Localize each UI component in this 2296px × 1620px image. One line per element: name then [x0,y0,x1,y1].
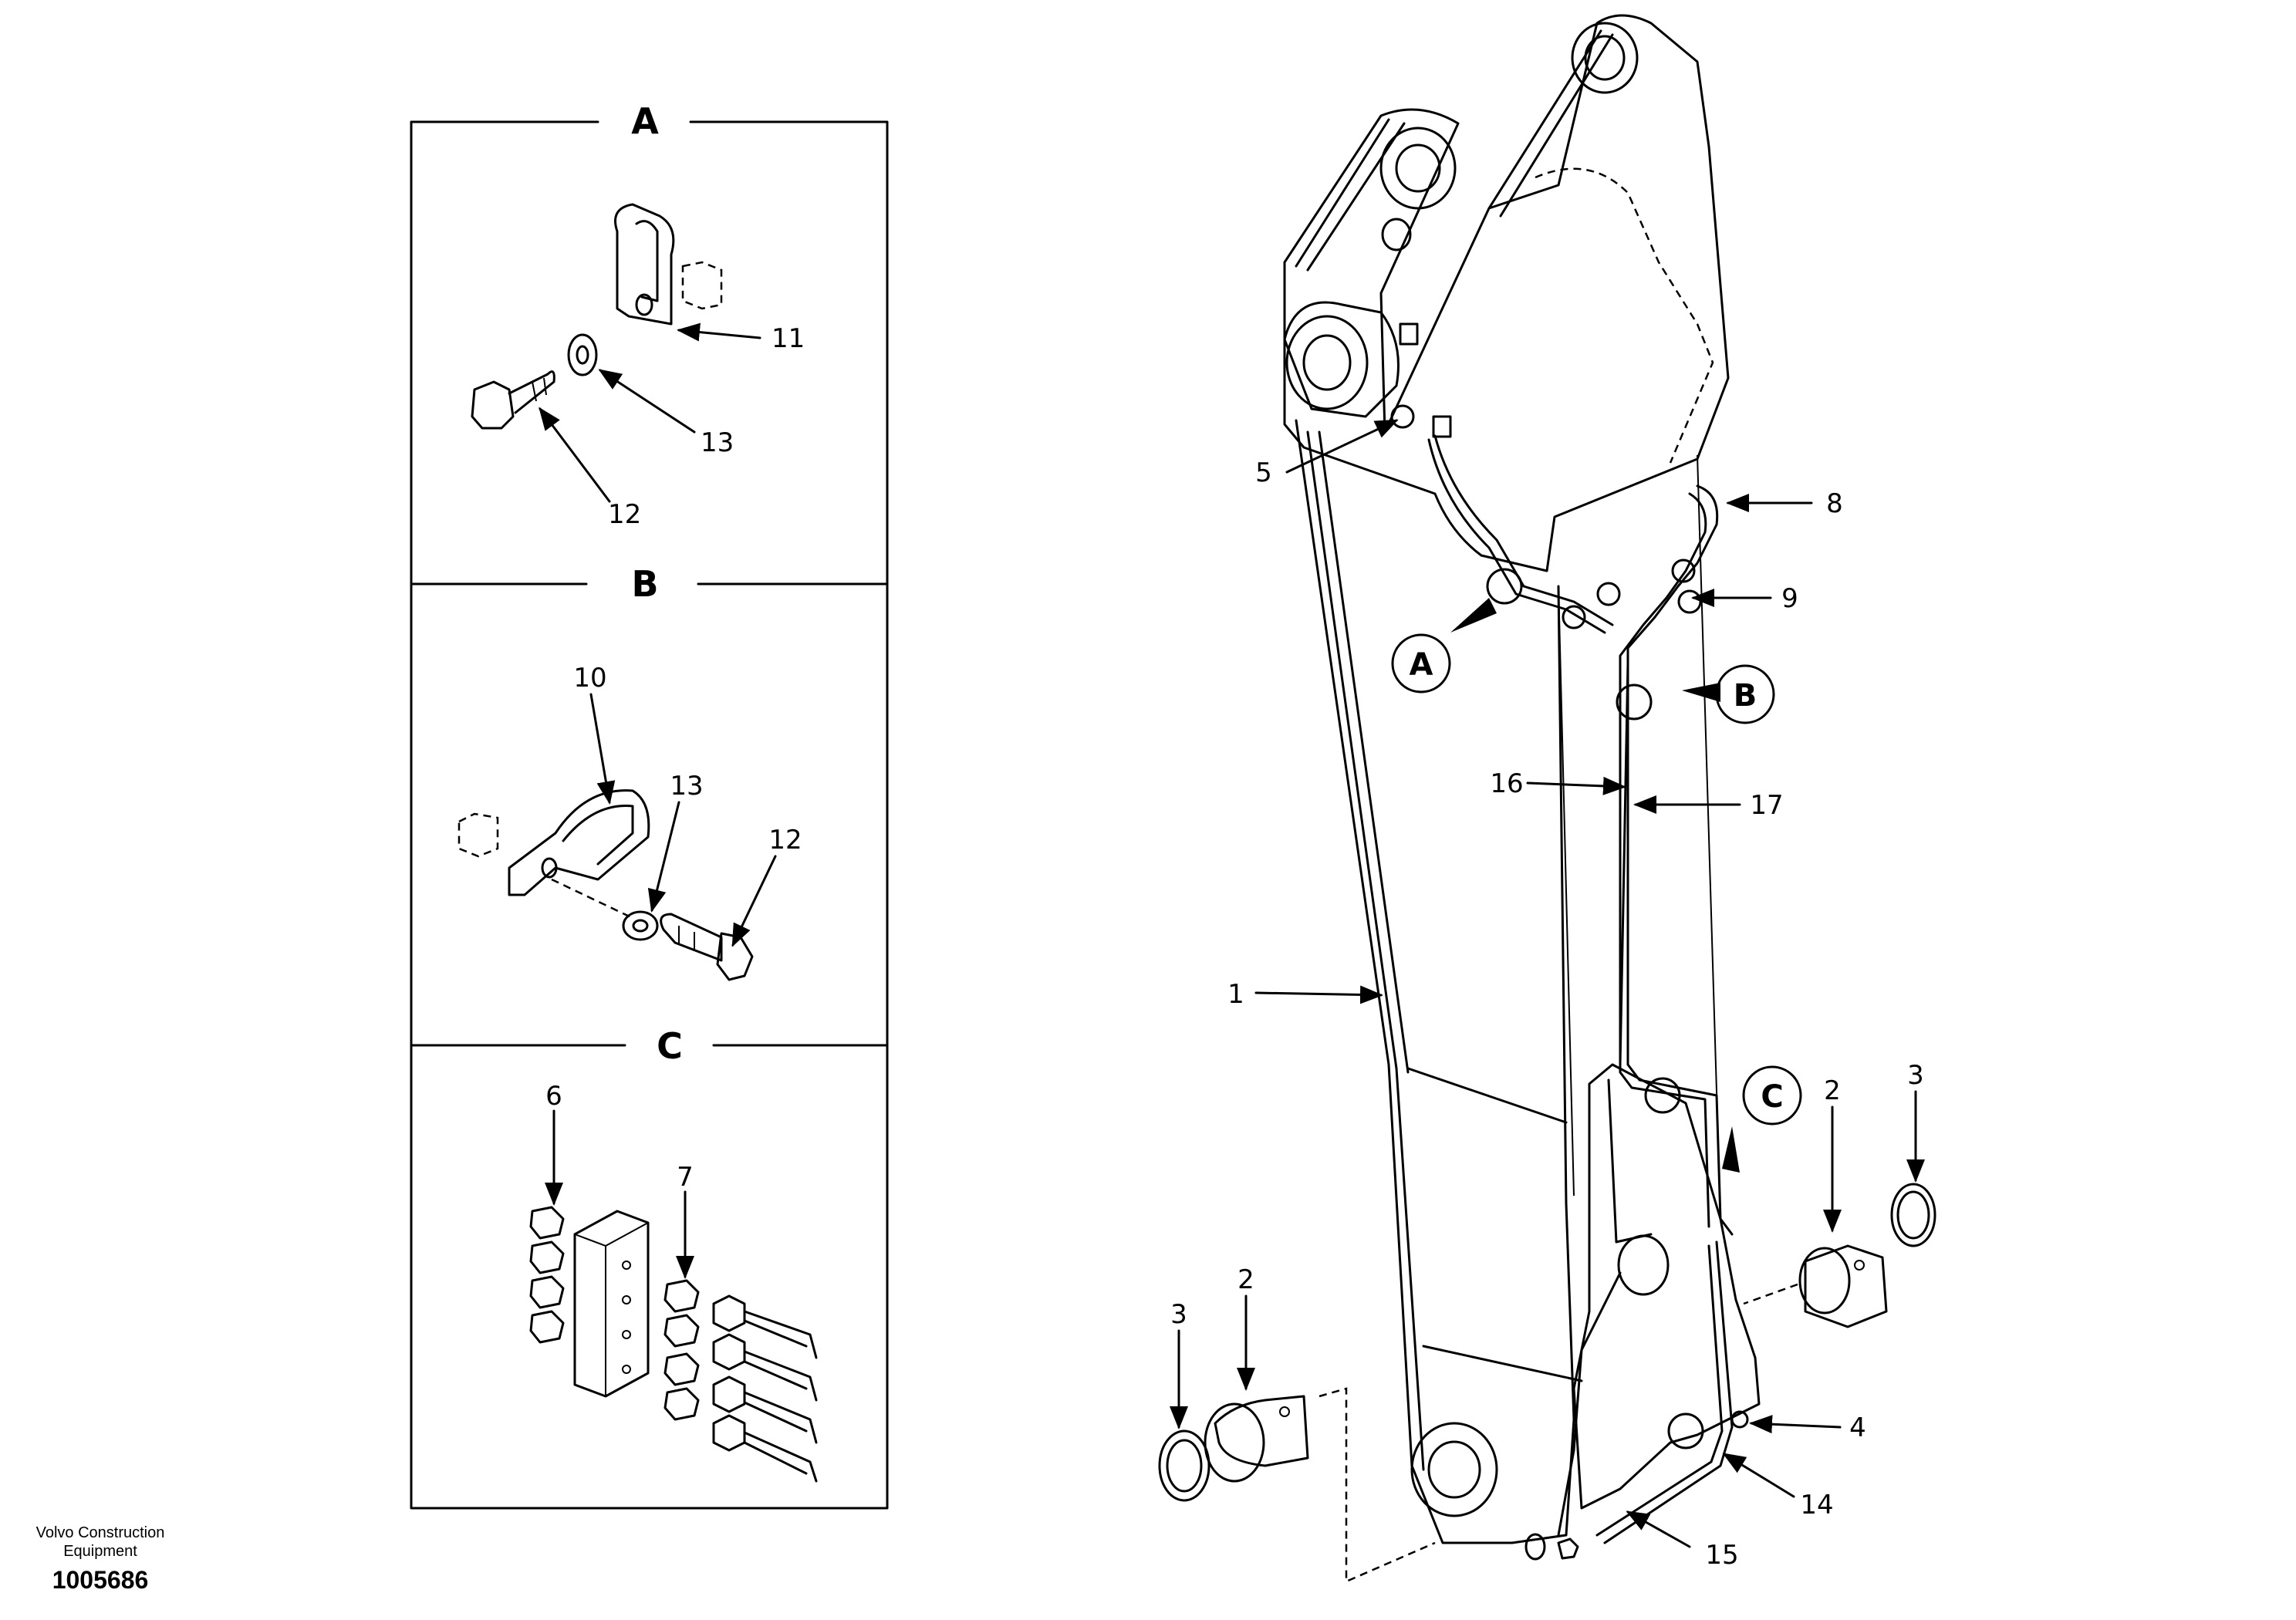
view-marker-c: C [1722,1065,1802,1173]
callout-13-b: 13 [670,771,703,802]
grease-fitting [1524,1410,1749,1561]
bushing-right [1798,1244,1888,1328]
detail-a-washer [567,333,598,376]
callout-8: 8 [1826,488,1843,519]
callout-4: 4 [1849,1412,1866,1443]
arm-body [1283,14,1761,1544]
company-line-1: Volvo Construction [35,1524,165,1541]
detail-panels [410,120,889,1510]
callout-5: 5 [1255,457,1272,488]
seal-left [1158,1429,1210,1502]
callout-7: 7 [677,1162,694,1193]
detail-c-fittings-left [529,1206,565,1344]
callout-12-a: 12 [608,499,641,530]
detail-c-block [573,1210,650,1398]
detail-title-c: C [657,1025,683,1067]
detail-a-clamp [614,203,723,326]
detail-b-bolt [660,913,754,981]
callout-3-right: 3 [1907,1060,1924,1091]
view-c-circle [1644,1077,1681,1114]
detail-c-fittings-right [663,1279,700,1421]
detail-b-clamp [458,789,650,920]
callout-14: 14 [1800,1490,1833,1520]
seal-right [1890,1183,1936,1247]
callout-2-left: 2 [1237,1264,1254,1295]
callout-17: 17 [1750,790,1783,821]
callout-16: 16 [1490,768,1523,799]
callout-1: 1 [1227,979,1244,1010]
svg-text:B: B [1734,678,1757,714]
callout-12-b: 12 [768,825,802,856]
detail-title-b: B [631,563,658,605]
detail-c-hoses [712,1294,818,1483]
callout-13-a: 13 [701,427,734,458]
svg-text:C: C [1761,1079,1783,1115]
drawing-number: 1005686 [52,1566,149,1594]
company-name: Volvo Construction Equipment [0,1524,201,1561]
detail-b-washer [622,910,659,941]
callout-3-left: 3 [1170,1299,1187,1330]
company-line-2: Equipment [63,1543,137,1560]
callout-6: 6 [545,1081,562,1112]
lower-view-circle [1667,1412,1704,1450]
callout-15: 15 [1705,1540,1738,1571]
view-b-circle [1616,683,1653,721]
svg-text:A: A [1410,647,1433,683]
bushing-left [1204,1395,1309,1483]
callout-10: 10 [573,663,606,694]
callout-9: 9 [1781,583,1798,614]
detail-a-bolt [471,370,555,430]
callout-11: 11 [772,323,805,354]
view-marker-a: A [1391,598,1497,694]
callout-2-right: 2 [1824,1075,1841,1106]
view-marker-b: B [1682,664,1775,724]
hydraulic-lines [1427,434,1734,1544]
view-a-circle [1486,568,1523,605]
detail-title-a: A [631,100,659,142]
